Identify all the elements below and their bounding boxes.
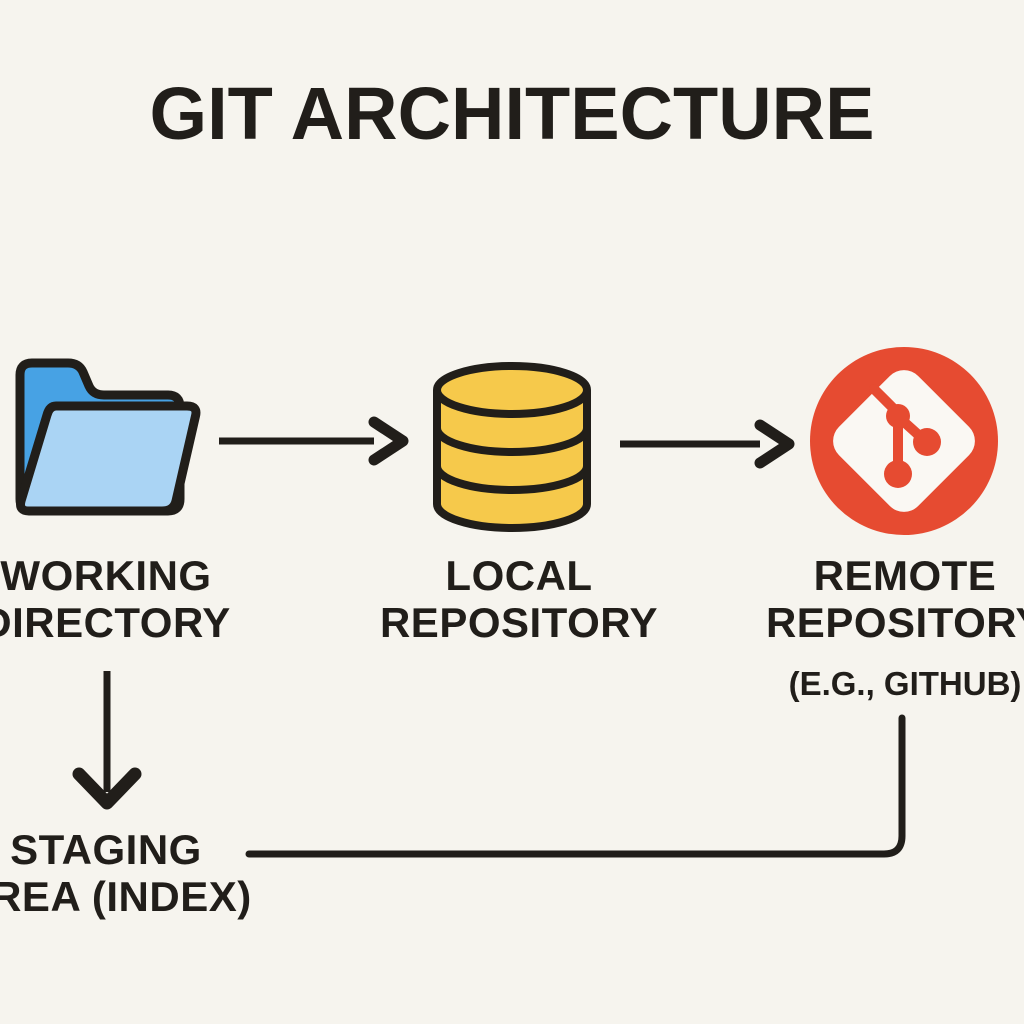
label-staging-area: STAGING AREA (INDEX) xyxy=(0,826,252,920)
label-remote-repository: REMOTE REPOSITORY xyxy=(766,552,1024,646)
label-line: LOCAL xyxy=(445,552,593,599)
arrow-working-to-staging xyxy=(72,671,142,810)
connector-remote-to-staging xyxy=(245,714,906,858)
label-line: STAGING xyxy=(10,826,202,873)
label-line: AREA (INDEX) xyxy=(0,873,252,920)
sublabel-remote-example: (E.G., GITHUB) xyxy=(788,665,1022,702)
label-line: REMOTE xyxy=(813,552,997,599)
arrow-working-to-local xyxy=(219,416,409,466)
label-line: REPOSITORY xyxy=(379,599,659,646)
label-working-directory: WORKING DIRECTORY xyxy=(0,552,231,646)
label-local-repository: LOCAL REPOSITORY xyxy=(380,552,658,646)
arrow-local-to-remote xyxy=(620,419,795,469)
label-line: REPOSITORY xyxy=(765,599,1024,646)
database-icon xyxy=(428,362,596,537)
folder-icon xyxy=(8,353,206,528)
label-line: DIRECTORY xyxy=(0,599,231,646)
label-line: WORKING xyxy=(0,552,212,599)
page-title: GIT ARCHITECTURE xyxy=(149,72,875,155)
git-logo-icon xyxy=(806,343,1002,544)
